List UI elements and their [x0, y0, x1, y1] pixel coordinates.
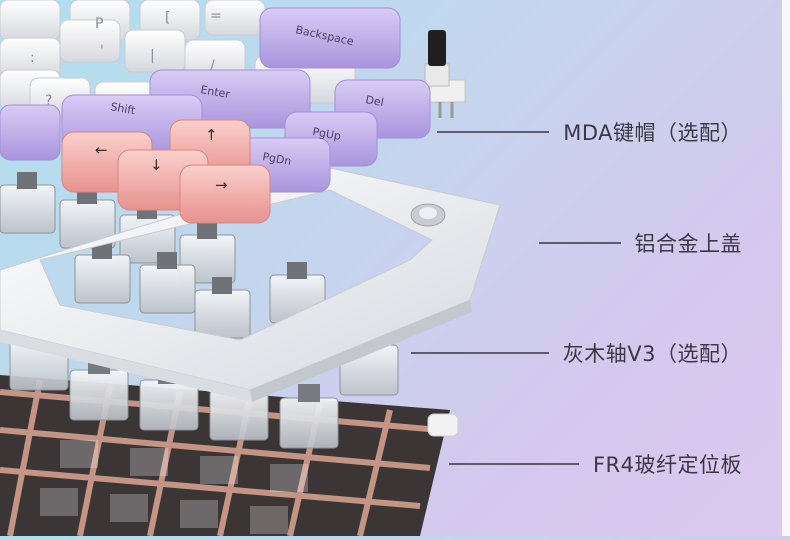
switch-row [0, 172, 326, 339]
keycap-layer: P[= :'|/ ?"\ Backspace Enter Shift Del P… [0, 0, 431, 224]
svg-text:=: = [210, 8, 222, 24]
right-edge-highlight [782, 0, 790, 536]
svg-text:P: P [95, 16, 103, 32]
callout-leader-line [437, 131, 550, 133]
aluminum-top-case [0, 167, 501, 402]
callout-label: FR4玻纤定位板 [592, 453, 742, 477]
callout-leader-line [448, 463, 579, 465]
callout-switches: 灰木轴V3（选配） [410, 338, 742, 368]
callout-top-case: 铝合金上盖 [538, 228, 743, 258]
del-key-label: Del [364, 93, 384, 109]
arrow-down-key-label: ↓ [150, 156, 163, 174]
callout-leader-line [410, 352, 549, 354]
callout-leader-line [538, 242, 621, 244]
svg-text:?: ? [45, 93, 52, 109]
arrow-up-key-label: ↑ [205, 126, 218, 144]
stabilizer-clip [427, 413, 459, 437]
pgup-key-label: PgUp [311, 125, 341, 143]
svg-text:': ' [100, 43, 104, 59]
callout-plate: FR4玻纤定位板 [448, 449, 742, 479]
svg-text:[: [ [165, 10, 170, 26]
callout-label: 铝合金上盖 [634, 232, 742, 256]
arrow-right-key-label: → [215, 176, 228, 194]
svg-text:|: | [150, 48, 155, 64]
callout-label: 灰木轴V3（选配） [562, 342, 742, 366]
arrow-left-key-label: ← [95, 141, 108, 159]
pgdn-key-label: PgDn [261, 150, 292, 168]
svg-text:/: / [210, 58, 215, 74]
svg-text::: : [30, 50, 35, 66]
enter-key-label: Enter [199, 83, 231, 101]
shift-key-label: Shift [109, 100, 137, 117]
callout-keycaps: MDA键帽（选配） [437, 117, 742, 147]
callout-label: MDA键帽（选配） [563, 121, 742, 145]
pink-arrow-keycaps [61, 119, 271, 224]
